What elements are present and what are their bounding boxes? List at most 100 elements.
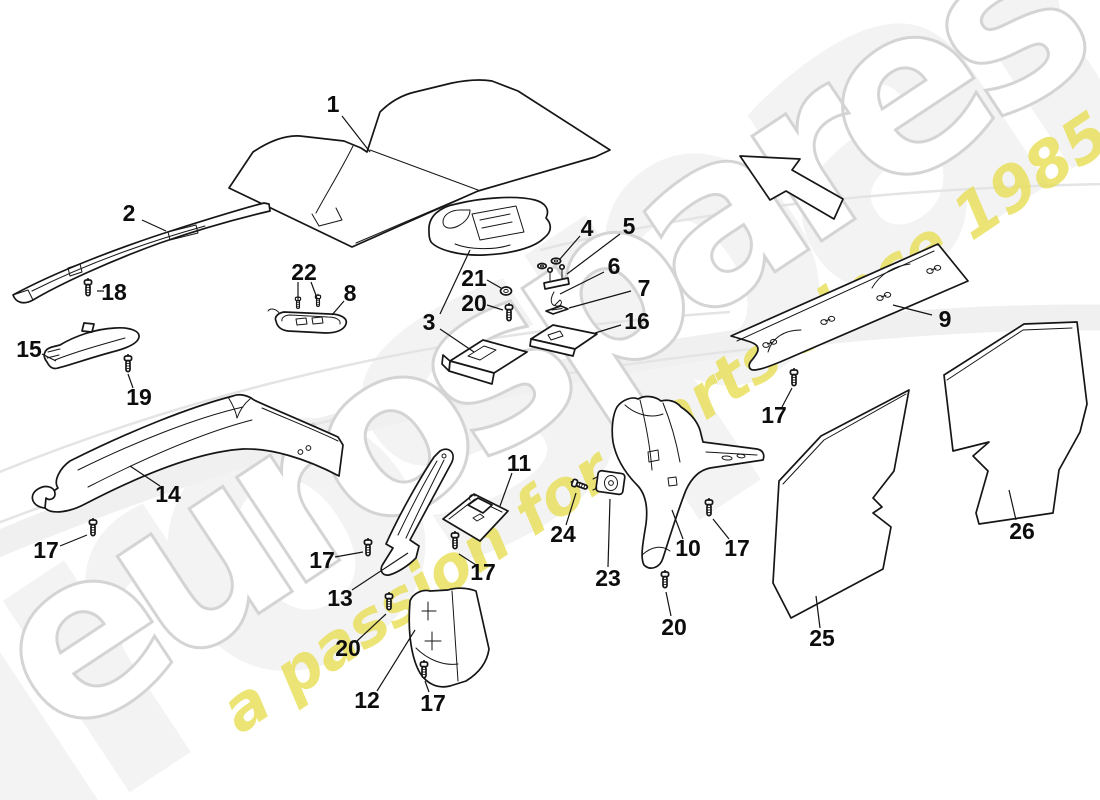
callout-19: 19 bbox=[126, 373, 152, 410]
background-swoosh-band bbox=[0, 304, 1100, 558]
callout-7: 7 bbox=[568, 275, 651, 309]
callout-number: 22 bbox=[291, 259, 317, 285]
callout-number: 17 bbox=[470, 559, 496, 585]
screw-17-f-icon bbox=[704, 497, 714, 517]
part-7-clip-plate bbox=[545, 305, 569, 315]
callout-20: 20 bbox=[335, 613, 387, 661]
callout-number: 13 bbox=[327, 585, 353, 611]
background-swoosh-arc-1 bbox=[0, 310, 731, 474]
part-12-lower-pillar-panel bbox=[408, 587, 490, 688]
callout-5: 5 bbox=[566, 213, 636, 275]
part-16-pad bbox=[529, 324, 598, 357]
screw-20-c-icon bbox=[660, 569, 670, 589]
callout-leader-line bbox=[559, 235, 581, 260]
callout-number: 16 bbox=[624, 308, 650, 334]
screw-17-a-icon bbox=[88, 517, 98, 537]
callout-20: 20 bbox=[661, 591, 687, 640]
callout-number: 8 bbox=[344, 280, 357, 306]
callout-25: 25 bbox=[809, 595, 835, 651]
part-5-mounting-bracket bbox=[543, 263, 570, 290]
callout-17: 17 bbox=[420, 680, 446, 716]
callout-number: 2 bbox=[123, 200, 136, 226]
callout-leader-line bbox=[424, 680, 430, 693]
screw-17-d-icon bbox=[419, 659, 429, 679]
callout-number: 17 bbox=[724, 535, 750, 561]
callout-leader-line bbox=[566, 233, 621, 275]
callout-6: 6 bbox=[559, 253, 620, 295]
screw-18-icon bbox=[83, 277, 93, 297]
callout-number: 5 bbox=[623, 213, 636, 239]
washer-21-icon bbox=[499, 286, 513, 296]
callout-3: 3 bbox=[423, 249, 475, 353]
callout-leader-line bbox=[458, 553, 477, 566]
callout-leader-line bbox=[141, 219, 167, 232]
callout-leader-line bbox=[41, 353, 57, 362]
part-25-sound-absorber-mat bbox=[772, 389, 910, 619]
direction-arrow-icon bbox=[739, 155, 844, 220]
callout-13: 13 bbox=[327, 552, 409, 611]
callout-leader-line bbox=[1008, 489, 1017, 521]
callout-number: 20 bbox=[461, 290, 487, 316]
callout-16: 16 bbox=[594, 308, 650, 334]
callout-leader-line bbox=[59, 534, 88, 547]
callout-number: 17 bbox=[309, 547, 335, 573]
callout-number: 7 bbox=[638, 275, 651, 301]
part-13-b-pillar-trim bbox=[380, 448, 454, 576]
callout-leader-line bbox=[568, 290, 632, 309]
callout-22: 22 bbox=[291, 259, 318, 300]
callout-17: 17 bbox=[712, 518, 750, 561]
callout-number: 25 bbox=[809, 625, 835, 651]
callout-number: 17 bbox=[33, 537, 59, 563]
callout-leader-line bbox=[892, 304, 933, 316]
callout-leader-line bbox=[671, 509, 684, 540]
part-3-roof-console bbox=[428, 196, 552, 256]
screw-20-b-icon bbox=[384, 591, 394, 611]
callout-leader-line bbox=[351, 552, 409, 591]
callout-leader-line bbox=[781, 387, 793, 408]
callout-leader-line bbox=[499, 472, 513, 507]
callout-20: 20 bbox=[461, 290, 504, 316]
callout-18: 18 bbox=[97, 279, 127, 305]
part-4-nut-and-washer bbox=[536, 257, 562, 270]
callout-10: 10 bbox=[671, 509, 701, 561]
callout-number: 4 bbox=[581, 215, 594, 241]
callout-number: 18 bbox=[101, 279, 127, 305]
callout-leader-line bbox=[129, 465, 161, 487]
callout-leader-line bbox=[439, 328, 475, 353]
fasteners bbox=[83, 277, 799, 679]
callout-number: 19 bbox=[126, 384, 152, 410]
part-10-quarter-trim-with-sill bbox=[611, 395, 765, 569]
screw-20-a-icon bbox=[504, 302, 514, 322]
callout-14: 14 bbox=[129, 465, 181, 507]
callout-21: 21 bbox=[461, 265, 502, 291]
callout-17: 17 bbox=[33, 534, 88, 563]
callout-17: 17 bbox=[309, 547, 364, 573]
part-2-windscreen-frame-trim bbox=[12, 202, 271, 304]
callout-leader-line bbox=[594, 324, 622, 334]
part-9-rear-wall-trim-panel bbox=[730, 243, 969, 371]
callout-number: 9 bbox=[939, 306, 952, 332]
callout-23: 23 bbox=[595, 498, 621, 591]
callout-number: 20 bbox=[661, 614, 687, 640]
screw-17-b-icon bbox=[363, 537, 373, 557]
part-6-hook bbox=[550, 291, 562, 307]
callout-number: 21 bbox=[461, 265, 487, 291]
callout-15: 15 bbox=[16, 336, 57, 362]
callout-number: 23 bbox=[595, 565, 621, 591]
callout-leader-line bbox=[356, 613, 387, 642]
callout-number: 3 bbox=[423, 309, 436, 335]
callout-leader-line bbox=[712, 518, 730, 540]
callout-26: 26 bbox=[1008, 489, 1035, 544]
callout-12: 12 bbox=[354, 629, 416, 713]
callout-leader-line bbox=[607, 498, 611, 568]
callout-leader-line bbox=[376, 629, 416, 692]
callout-leader-line bbox=[559, 271, 605, 295]
callout-leader-line bbox=[310, 281, 318, 299]
callout-number: 26 bbox=[1009, 518, 1035, 544]
part-14-a-pillar-trim bbox=[31, 393, 344, 513]
callout-number: 24 bbox=[550, 521, 576, 547]
part-15-sun-visor bbox=[43, 322, 140, 370]
